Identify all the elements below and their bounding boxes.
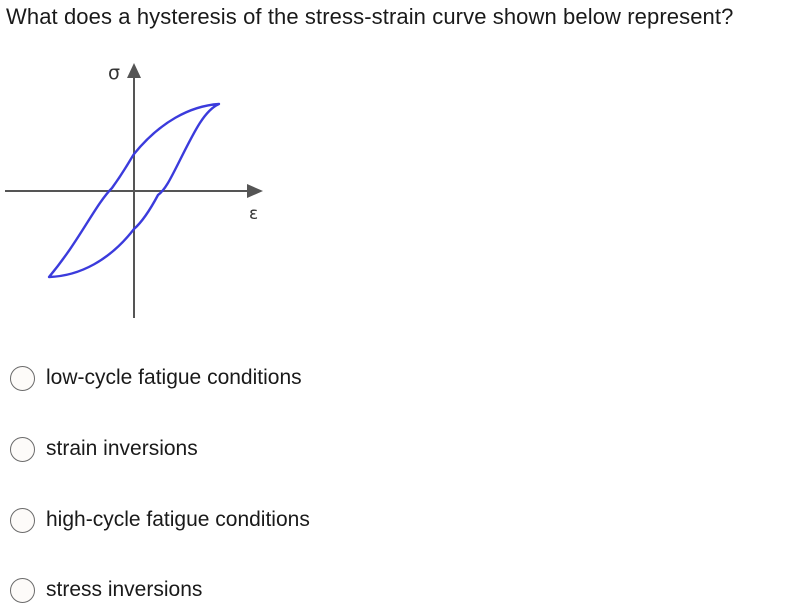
option-label: high-cycle fatigue conditions	[46, 508, 310, 531]
option-high-cycle-fatigue[interactable]: high-cycle fatigue conditions	[10, 505, 310, 535]
option-label: stress inversions	[46, 578, 203, 601]
strain-axis-label: ε	[249, 204, 258, 224]
stress-strain-hysteresis-figure: σ ε	[0, 50, 290, 330]
option-low-cycle-fatigue[interactable]: low-cycle fatigue conditions	[10, 363, 302, 393]
radio-button[interactable]	[10, 577, 35, 603]
hysteresis-loop-curve	[47, 102, 221, 279]
option-label: strain inversions	[46, 437, 198, 460]
question-text: What does a hysteresis of the stress-str…	[6, 4, 734, 29]
radio-button[interactable]	[10, 507, 35, 533]
strain-axis-arrow-icon	[247, 184, 263, 198]
radio-button[interactable]	[10, 436, 35, 462]
radio-button[interactable]	[10, 365, 35, 391]
option-label: low-cycle fatigue conditions	[46, 366, 302, 389]
stress-axis-arrow-icon	[127, 63, 141, 78]
option-strain-inversions[interactable]: strain inversions	[10, 434, 198, 464]
stress-axis-label: σ	[108, 62, 120, 84]
option-stress-inversions[interactable]: stress inversions	[10, 575, 202, 605]
